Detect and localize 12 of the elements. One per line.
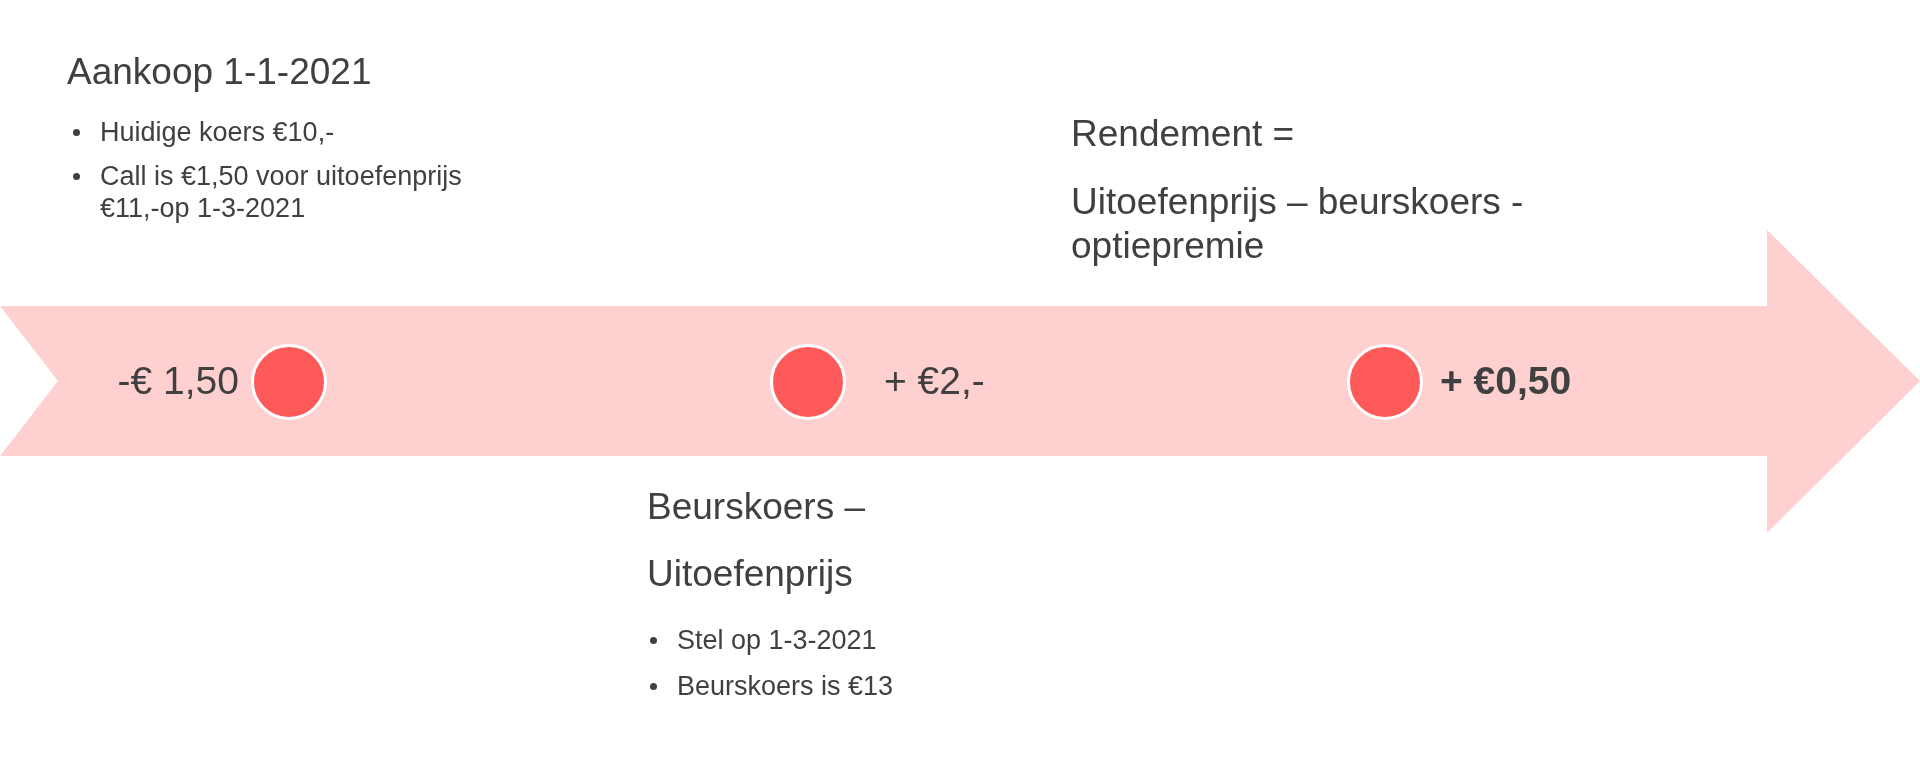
bullet-text: Call is €1,50 voor uitoefenprijs €11,-op 1-3-2021 xyxy=(100,160,463,225)
bullet-text: Beurskoers is €13 xyxy=(677,670,895,703)
formula-text: Rendement = xyxy=(1071,112,1296,156)
amount-label: + €0,50 xyxy=(1440,358,1572,404)
amount-label: -€ 1,50 xyxy=(117,358,239,404)
bullet-text: Stel op 1-3-2021 xyxy=(677,624,878,657)
amount-label: + €2,- xyxy=(884,358,985,404)
bullet-text: Huidige koers €10,- xyxy=(100,116,336,149)
heading: Uitoefenprijs xyxy=(647,552,854,596)
heading: Aankoop 1-1-2021 xyxy=(67,50,373,94)
heading: Beurskoers – xyxy=(647,485,866,529)
formula-text: Uitoefenprijs – beurskoers - optiepremie xyxy=(1071,180,1525,269)
